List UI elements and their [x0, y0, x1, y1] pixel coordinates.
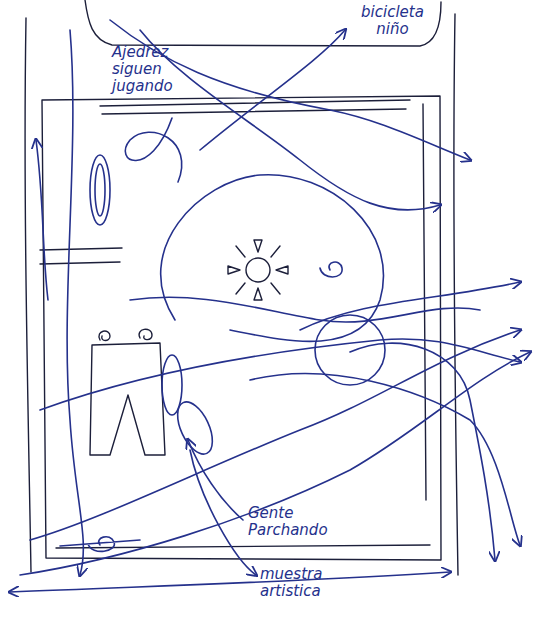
- frame-line: [100, 100, 410, 106]
- flow-line: [300, 282, 520, 330]
- frame-line: [40, 248, 122, 250]
- frame-line: [102, 109, 406, 114]
- flow-line: [200, 30, 345, 150]
- annotation-label: bicicleta niño: [345, 4, 440, 38]
- spiral-symbol: [320, 262, 342, 277]
- annotation-label: muestra artistica: [260, 566, 360, 600]
- flow-line: [161, 175, 384, 342]
- frame-line: [40, 262, 120, 264]
- spiral-symbol: [60, 537, 140, 552]
- flow-line: [125, 118, 181, 182]
- flow-line: [130, 297, 480, 322]
- flow-line: [350, 343, 495, 560]
- sun-symbol: [228, 240, 288, 300]
- annotation-label: Gente Parchando: [248, 505, 348, 539]
- flow-line: [20, 352, 530, 575]
- flow-line: [10, 572, 450, 592]
- leader-line: [190, 450, 256, 575]
- spiral-symbol: [99, 329, 152, 340]
- frame-line: [42, 96, 441, 560]
- flow-line: [67, 30, 83, 575]
- frame-line: [423, 104, 426, 500]
- flow-line: [110, 20, 470, 160]
- flow-line: [140, 30, 440, 210]
- frame-line: [25, 18, 31, 572]
- leader-line: [188, 440, 243, 520]
- annotation-label: Ajedrez siguen jugando: [112, 44, 194, 95]
- monument-shape: [90, 343, 165, 455]
- sun-symbol: [246, 258, 270, 282]
- oval-mark: [90, 155, 110, 225]
- oval-mark: [170, 397, 219, 460]
- flow-line: [36, 140, 48, 300]
- frame-line: [85, 0, 441, 46]
- oval-mark: [95, 164, 105, 216]
